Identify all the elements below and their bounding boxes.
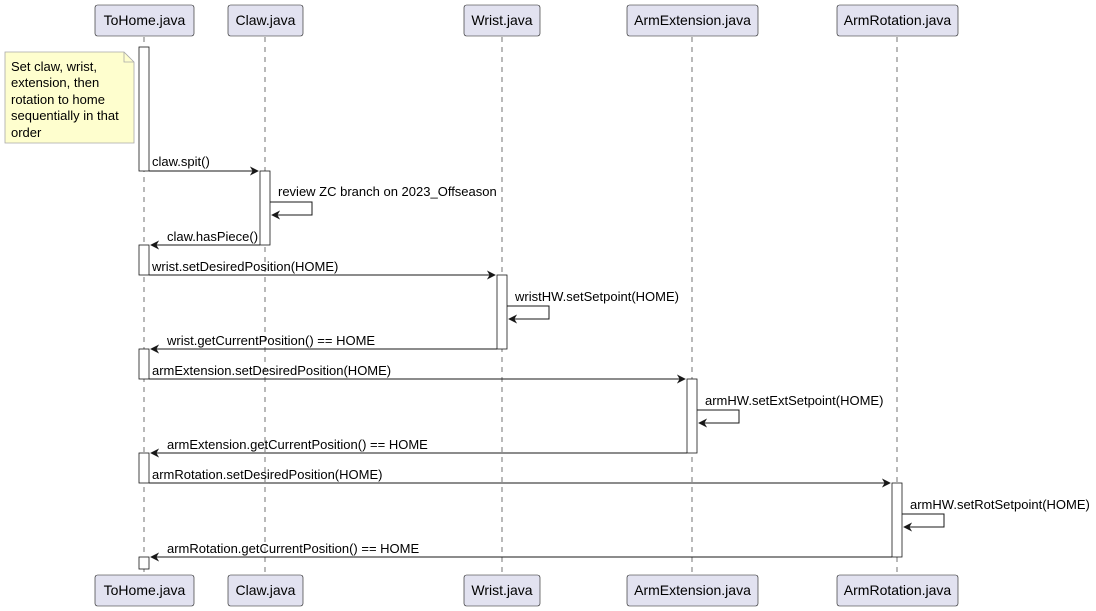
message-armext-return[interactable]: armExtension.getCurrentPosition() == HOM…: [150, 437, 687, 458]
activation-tohome-1: [138, 46, 150, 172]
message-label: review ZC branch on 2023_Offseason: [278, 184, 497, 199]
note: Set claw, wrist, extension, then rotatio…: [4, 51, 135, 144]
participant-armrot-bottom[interactable]: ArmRotation.java: [836, 574, 959, 607]
participant-label: ArmExtension.java: [634, 12, 751, 28]
message-label: armRotation.setDesiredPosition(HOME): [152, 467, 382, 482]
activation-armext-1: [686, 378, 698, 454]
message-armext-self[interactable]: armHW.setExtSetpoint(HOME): [697, 393, 883, 428]
activation-armrot-1: [891, 482, 903, 558]
note-line: extension, then: [11, 75, 99, 90]
participant-tohome-bottom[interactable]: ToHome.java: [94, 574, 195, 607]
participant-label: ArmExtension.java: [634, 582, 751, 598]
message-claw-spit[interactable]: claw.spit(): [149, 154, 259, 176]
message-label: armHW.setRotSetpoint(HOME): [910, 497, 1090, 512]
message-wrist-return[interactable]: wrist.getCurrentPosition() == HOME: [150, 333, 497, 354]
participant-claw-bottom[interactable]: Claw.java: [227, 574, 304, 607]
note-line: Set claw, wrist,: [11, 59, 97, 74]
message-label: armExtension.setDesiredPosition(HOME): [152, 363, 391, 378]
participant-label: Wrist.java: [471, 582, 532, 598]
participant-label: ArmRotation.java: [844, 12, 952, 28]
message-claw-self[interactable]: review ZC branch on 2023_Offseason: [270, 184, 497, 220]
message-armext-setdesired[interactable]: armExtension.setDesiredPosition(HOME): [149, 363, 686, 384]
message-label: armExtension.getCurrentPosition() == HOM…: [167, 437, 428, 452]
message-label: claw.spit(): [152, 154, 210, 169]
messages: claw.spit() review ZC branch on 2023_Off…: [149, 154, 1090, 562]
message-label: armRotation.getCurrentPosition() == HOME: [167, 541, 419, 556]
message-label: wristHW.setSetpoint(HOME): [514, 289, 679, 304]
message-label: claw.hasPiece(): [167, 229, 258, 244]
participant-wrist-bottom[interactable]: Wrist.java: [463, 574, 541, 607]
message-label: wrist.setDesiredPosition(HOME): [151, 259, 338, 274]
participant-armext-bottom[interactable]: ArmExtension.java: [626, 574, 759, 607]
participant-label: ToHome.java: [104, 582, 186, 598]
note-line: rotation to home: [11, 92, 105, 107]
participant-label: ToHome.java: [104, 12, 186, 28]
message-wrist-self[interactable]: wristHW.setSetpoint(HOME): [507, 289, 679, 324]
participant-wrist-top[interactable]: Wrist.java: [463, 4, 541, 37]
message-wrist-setdesired[interactable]: wrist.setDesiredPosition(HOME): [149, 259, 496, 280]
message-armrot-self[interactable]: armHW.setRotSetpoint(HOME): [902, 497, 1090, 532]
message-claw-haspiece[interactable]: claw.hasPiece(): [150, 229, 260, 250]
activations: [138, 46, 903, 570]
message-armrot-return[interactable]: armRotation.getCurrentPosition() == HOME: [150, 541, 892, 562]
participant-label: Claw.java: [236, 12, 296, 28]
participant-label: ArmRotation.java: [844, 582, 952, 598]
message-armrot-setdesired[interactable]: armRotation.setDesiredPosition(HOME): [149, 467, 891, 488]
message-label: wrist.getCurrentPosition() == HOME: [166, 333, 375, 348]
note-line: order: [11, 125, 42, 140]
activation-tohome-3: [138, 348, 150, 380]
activation-claw-1: [259, 170, 271, 246]
participant-claw-top[interactable]: Claw.java: [227, 4, 304, 37]
note-line: sequentially in that: [11, 108, 119, 123]
participant-armrot-top[interactable]: ArmRotation.java: [836, 4, 959, 37]
activation-tohome-5: [138, 556, 150, 570]
activation-wrist-1: [496, 274, 508, 350]
message-label: armHW.setExtSetpoint(HOME): [705, 393, 883, 408]
participant-label: Claw.java: [236, 582, 296, 598]
activation-tohome-4: [138, 452, 150, 484]
activation-tohome-2: [138, 244, 150, 276]
participant-tohome-top[interactable]: ToHome.java: [94, 4, 195, 37]
participant-label: Wrist.java: [471, 12, 532, 28]
participant-armext-top[interactable]: ArmExtension.java: [626, 4, 759, 37]
